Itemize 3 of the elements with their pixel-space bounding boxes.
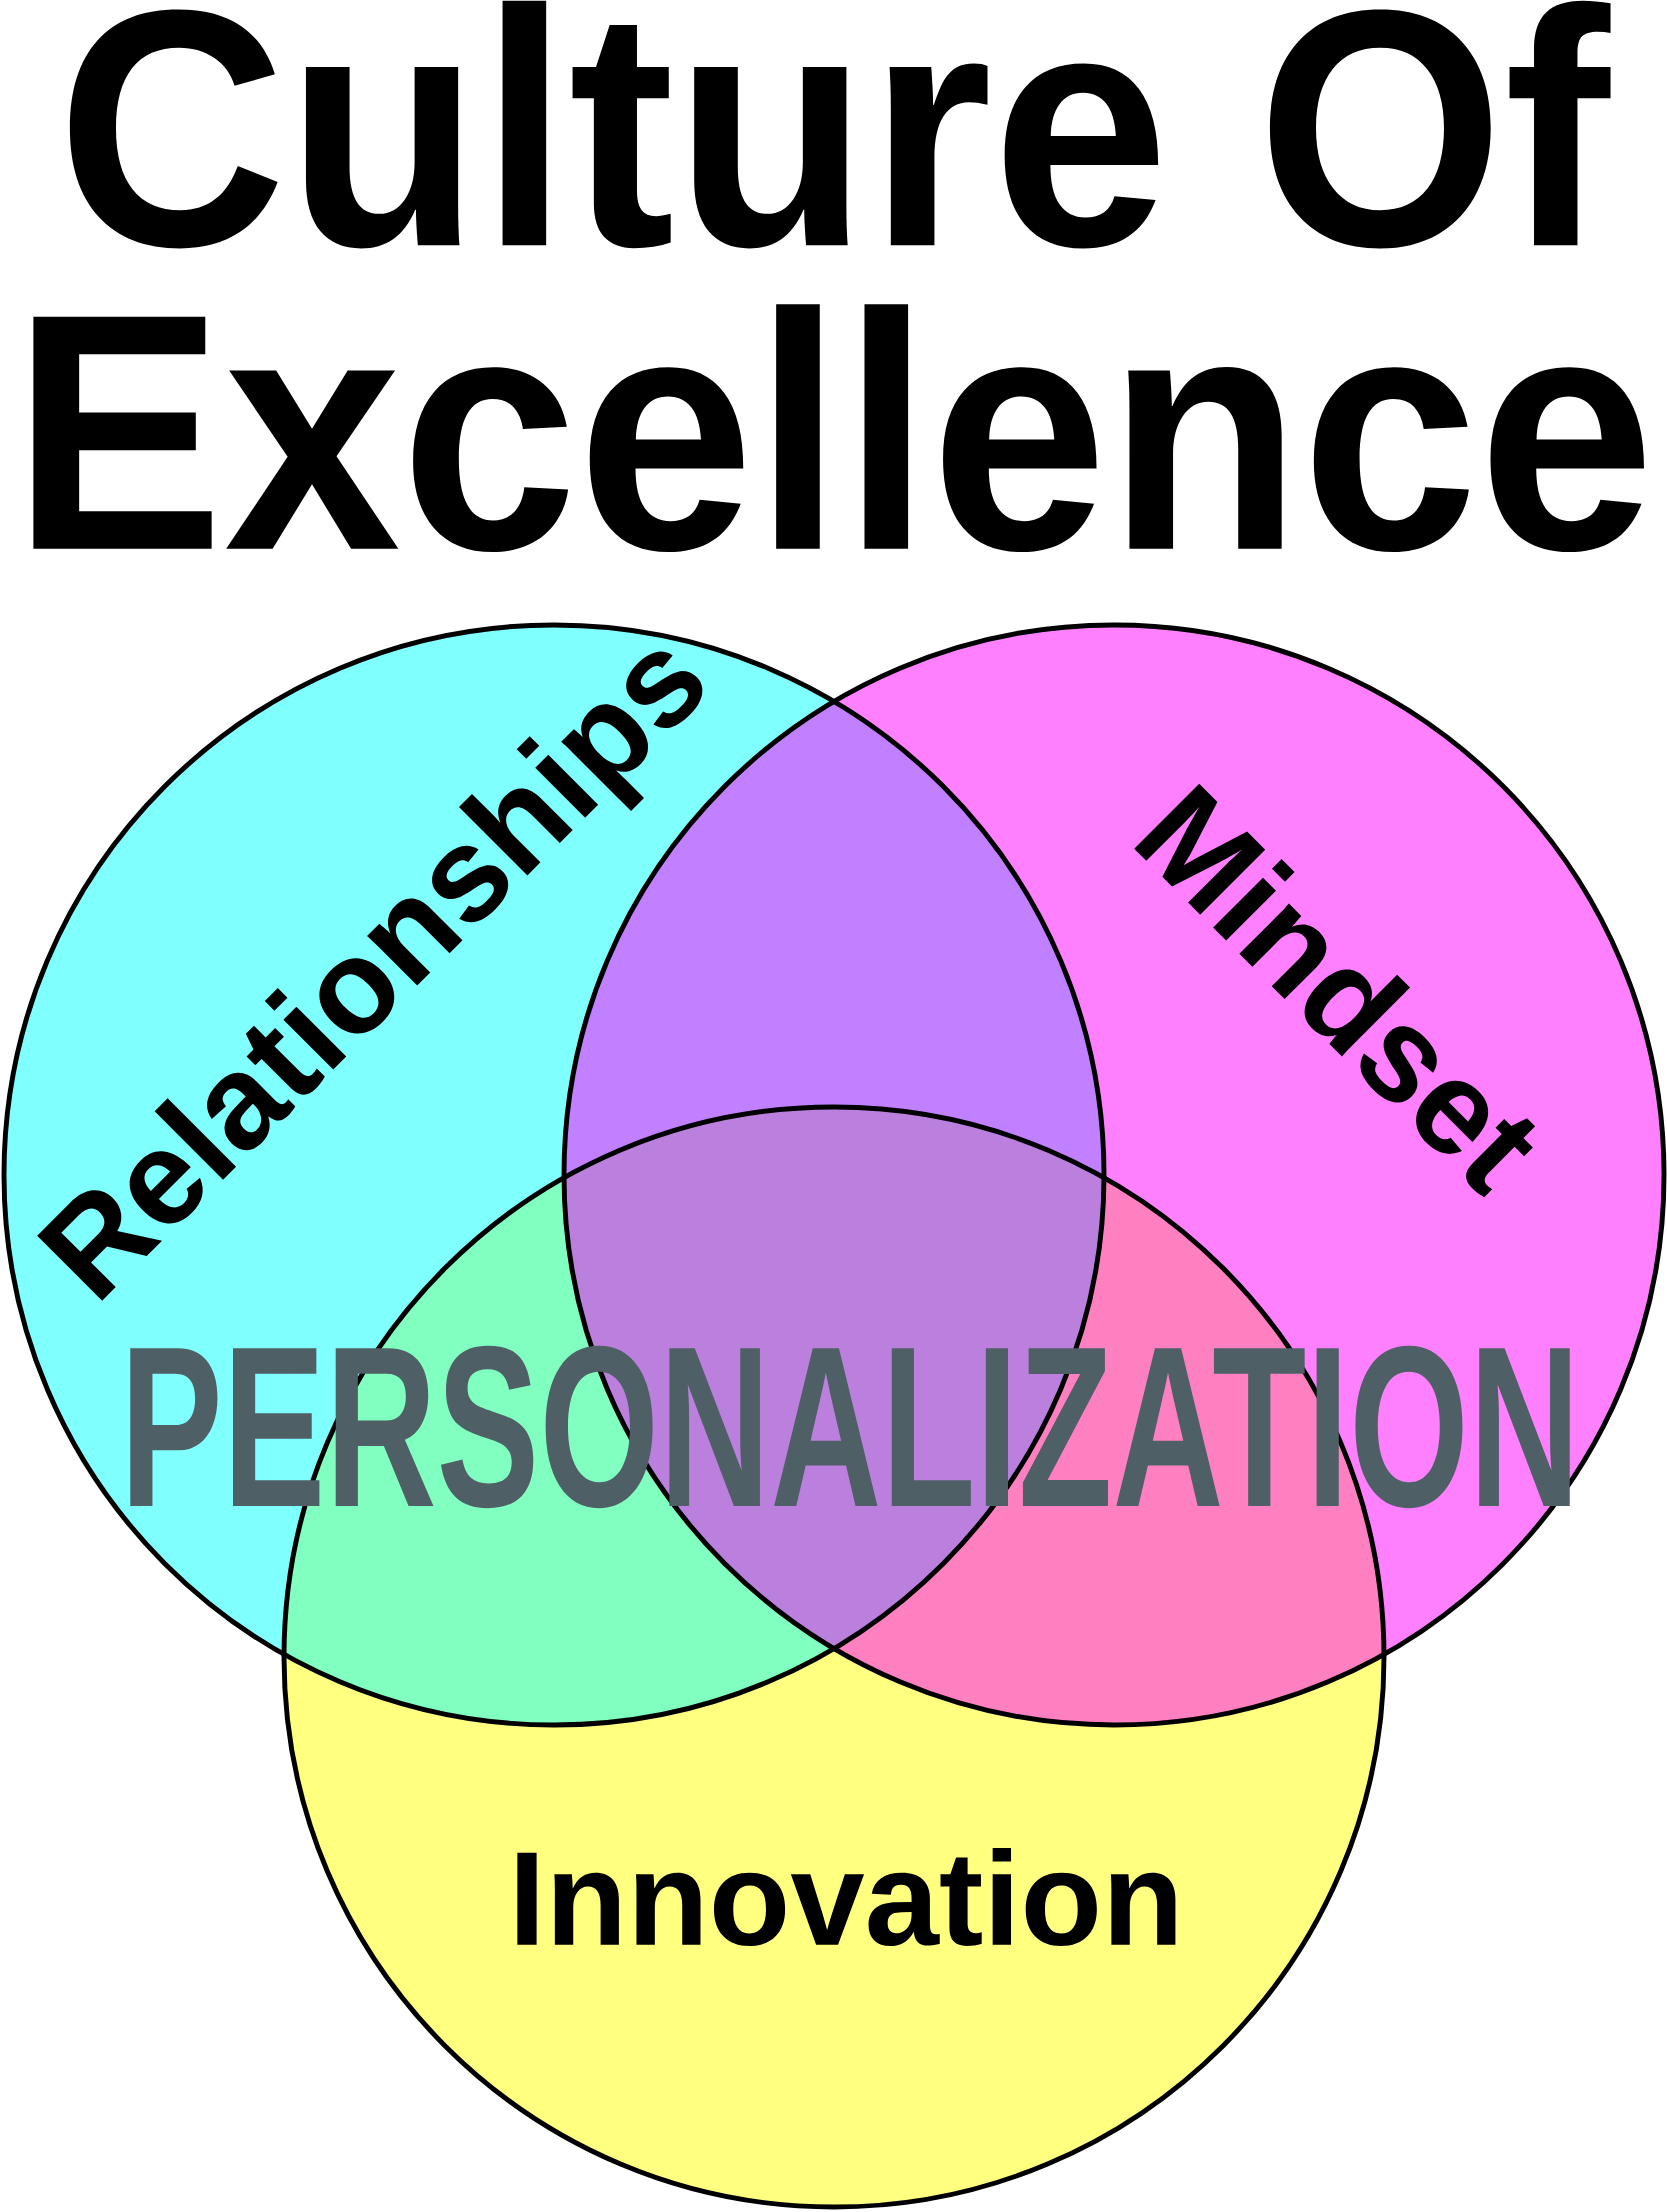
overlay-word: PERSONALIZATION [130, 1345, 1570, 1509]
circle-label: Innovation [517, 1847, 1176, 1947]
title: Culture Of Excellence [33, 0, 1644, 553]
